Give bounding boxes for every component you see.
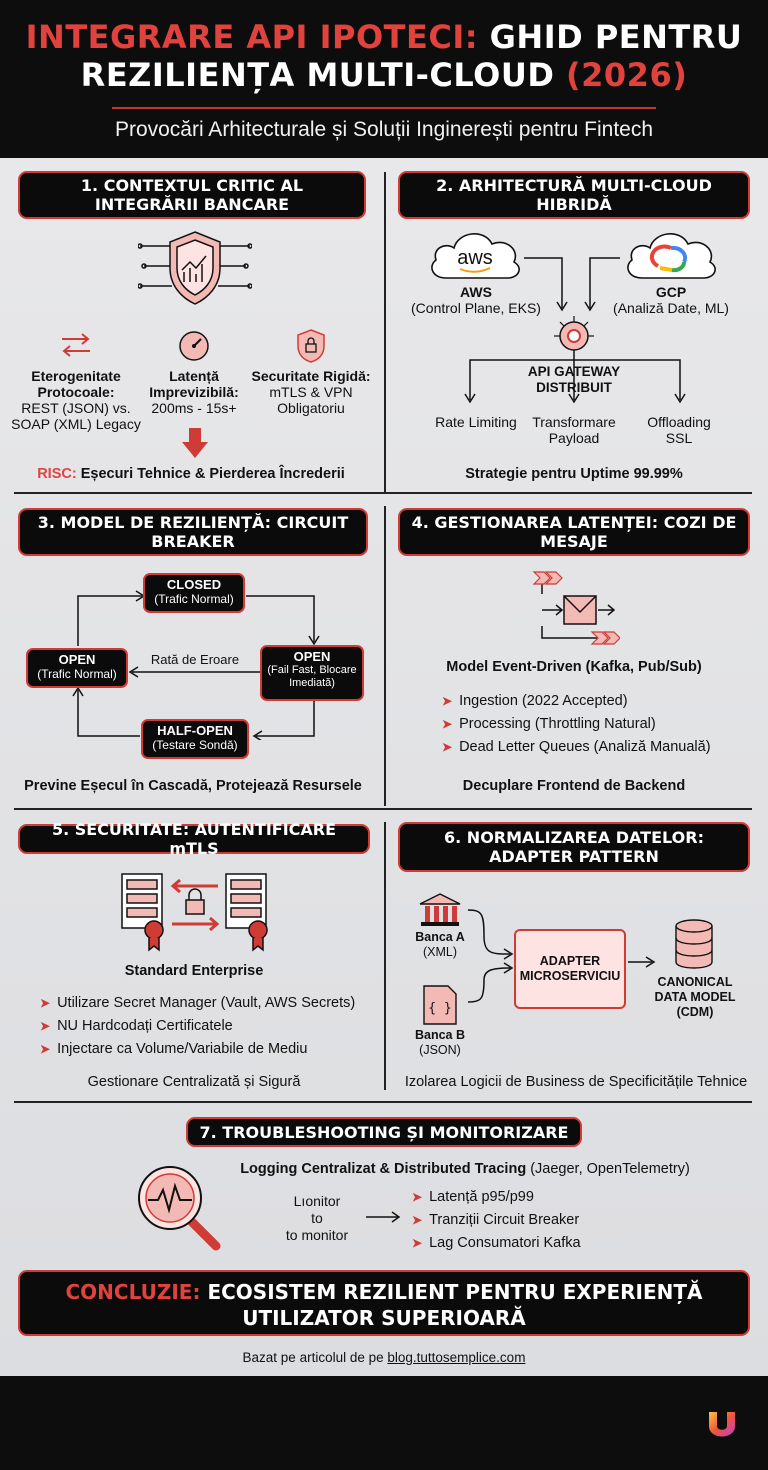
circuit-breaker-footer: Previne Eșecul în Cascadă, Protejează Re… xyxy=(24,778,362,794)
aws-logo-text: aws xyxy=(457,247,493,269)
list-item: ➤Tranziții Circuit Breaker xyxy=(412,1209,712,1232)
divider-h1 xyxy=(14,492,752,494)
list-item: ➤NU Hardcodați Certificatele xyxy=(40,1015,380,1038)
divider-v1 xyxy=(384,172,386,492)
decoupling-footer: Decuplare Frontend de Backend xyxy=(462,778,686,794)
queue-stages-list: ➤Ingestion (2022 Accepted) ➤Processing (… xyxy=(442,690,742,759)
conclusion-banner: CONCLUZIE: ECOSISTEM REZILIENT PENTRU EX… xyxy=(18,1270,750,1336)
divider-h3 xyxy=(14,1101,752,1103)
aws-cloud-icon: aws xyxy=(431,233,520,279)
gateway-flow-lines xyxy=(464,257,686,404)
list-item: ➤Ingestion (2022 Accepted) xyxy=(442,690,742,713)
aws-label: AWS (Control Plane, EKS) xyxy=(411,284,541,316)
bullet-arrow-icon: ➤ xyxy=(442,740,453,754)
section-2-title: 2. ARHITECTURĂ MULTI-CLOUD HIBRIDĂ xyxy=(398,171,750,219)
page-title: INTEGRARE API IPOTECI: GHID PENTRU REZIL… xyxy=(25,18,743,94)
challenge-protocols: Eterogenitate Protocoale: REST (JSON) vs… xyxy=(11,368,141,432)
title-divider xyxy=(112,107,656,109)
source-link[interactable]: blog.tuttosemplice.com xyxy=(387,1350,526,1365)
section-5-title: 5. SECURITATE: AUTENTIFICARE mTLS xyxy=(18,820,370,858)
enterprise-standard: Standard Enterprise xyxy=(124,963,264,979)
business-logic-footer: Izolarea Logicii de Business de Specific… xyxy=(404,1074,748,1090)
logging-headline: Logging Centralizat & Distributed Tracin… xyxy=(240,1161,690,1177)
bank-a-label: Banca A (XML) xyxy=(415,930,465,959)
state-closed: CLOSED (Trafic Normal) xyxy=(143,573,245,613)
uptime-strategy: Strategie pentru Uptime 99.99% xyxy=(465,466,683,482)
state-open-right: OPEN (Fail Fast, Blocare Imediată) xyxy=(260,645,364,701)
footer-bar xyxy=(0,1376,768,1470)
swap-arrows-icon xyxy=(62,333,90,357)
header: INTEGRARE API IPOTECI: GHID PENTRU REZIL… xyxy=(0,0,768,158)
section-7-title: 7. TROUBLESHOOTING ȘI MONITORIZARE xyxy=(186,1117,582,1147)
bank-icon xyxy=(419,893,461,926)
gcp-cloud-icon xyxy=(627,233,716,279)
divider-v2 xyxy=(384,506,386,806)
message-queue-icon xyxy=(532,571,620,645)
feature-rate-limiting: Rate Limiting xyxy=(435,414,517,430)
mtls-servers-icon xyxy=(121,873,268,952)
shield-lock-icon xyxy=(297,329,325,363)
bank-b-label: Banca B (JSON) xyxy=(414,1028,466,1057)
bullet-arrow-icon: ➤ xyxy=(40,996,51,1010)
monitoring-metrics-list: ➤Latență p95/p99 ➤Tranziții Circuit Brea… xyxy=(412,1186,712,1255)
svg-text:{ }: { } xyxy=(428,1001,451,1016)
magnifier-monitor-icon xyxy=(138,1166,221,1251)
database-icon xyxy=(675,919,713,969)
adapter-flow-lines xyxy=(467,909,656,1003)
source-credit: Bazat pe articolul de pe blog.tuttosempl… xyxy=(242,1350,526,1365)
bullet-arrow-icon: ➤ xyxy=(412,1190,423,1204)
section-3-title: 3. MODEL DE REZILIENȚĂ: CIRCUIT BREAKER xyxy=(18,508,368,556)
list-item: ➤Latență p95/p99 xyxy=(412,1186,712,1209)
section-4-title: 4. GESTIONAREA LATENȚEI: COZI DE MESAJE xyxy=(398,508,750,556)
list-item: ➤Lag Consumatori Kafka xyxy=(412,1232,712,1255)
bullet-arrow-icon: ➤ xyxy=(442,694,453,708)
bullet-arrow-icon: ➤ xyxy=(40,1042,51,1056)
adapter-microservice-box: ADAPTER MICROSERVICIU xyxy=(514,929,626,1009)
state-half-open: HALF-OPEN (Testare Sondă) xyxy=(141,719,249,759)
list-item: ➤Injectare ca Volume/Variabile de Mediu xyxy=(40,1038,380,1061)
section-1-title: 1. CONTEXTUL CRITIC AL INTEGRĂRII BANCAR… xyxy=(18,171,366,219)
bullet-arrow-icon: ➤ xyxy=(40,1019,51,1033)
mtls-practices-list: ➤Utilizare Secret Manager (Vault, AWS Se… xyxy=(40,992,380,1061)
page-subtitle: Provocări Arhitecturale și Soluții Ingin… xyxy=(114,118,654,141)
json-file-icon: { } xyxy=(423,985,457,1025)
centralized-management-footer: Gestionare Centralizată și Sigură xyxy=(87,1074,301,1090)
section-6-title: 6. NORMALIZAREA DATELOR: ADAPTER PATTERN xyxy=(398,822,750,872)
challenge-security: Securitate Rigidă: mTLS & VPN Obligatori… xyxy=(251,368,371,416)
error-rate-label: Rată de Eroare xyxy=(150,652,240,667)
event-driven-model: Model Event-Driven (Kafka, Pub/Sub) xyxy=(446,659,702,675)
gcp-label: GCP (Analiză Date, ML) xyxy=(613,284,729,316)
monitor-label: Lıonitor to to monitor xyxy=(285,1193,349,1243)
down-arrow-icon xyxy=(182,428,208,458)
brand-logo-icon xyxy=(709,1412,735,1437)
bullet-arrow-icon: ➤ xyxy=(442,717,453,731)
api-gateway-label: API GATEWAY DISTRIBUIT xyxy=(527,364,621,395)
divider-v3 xyxy=(384,822,386,1090)
challenge-latency: Latență Imprevizibilă: 200ms - 15s+ xyxy=(149,368,239,416)
list-item: ➤Processing (Throttling Natural) xyxy=(442,713,742,736)
circuit-breaker-lines xyxy=(72,590,320,740)
state-open-left: OPEN (Trafic Normal) xyxy=(26,648,128,688)
bullet-arrow-icon: ➤ xyxy=(412,1236,423,1250)
feature-offloading-ssl: Offloading SSL xyxy=(647,414,711,446)
right-arrow-icon xyxy=(366,1211,401,1223)
shield-chart-icon xyxy=(138,231,252,305)
stopwatch-icon xyxy=(179,331,209,361)
risk-line: RISC: Eșecuri Tehnice & Pierderea Încred… xyxy=(37,466,345,482)
feature-transform-payload: Transformare Payload xyxy=(532,414,616,446)
list-item: ➤Utilizare Secret Manager (Vault, AWS Se… xyxy=(40,992,380,1015)
canonical-data-model-label: CANONICAL DATA MODEL (CDM) xyxy=(654,975,736,1019)
bullet-arrow-icon: ➤ xyxy=(412,1213,423,1227)
divider-h2 xyxy=(14,808,752,810)
list-item: ➤Dead Letter Queues (Analiză Manuală) xyxy=(442,736,742,759)
